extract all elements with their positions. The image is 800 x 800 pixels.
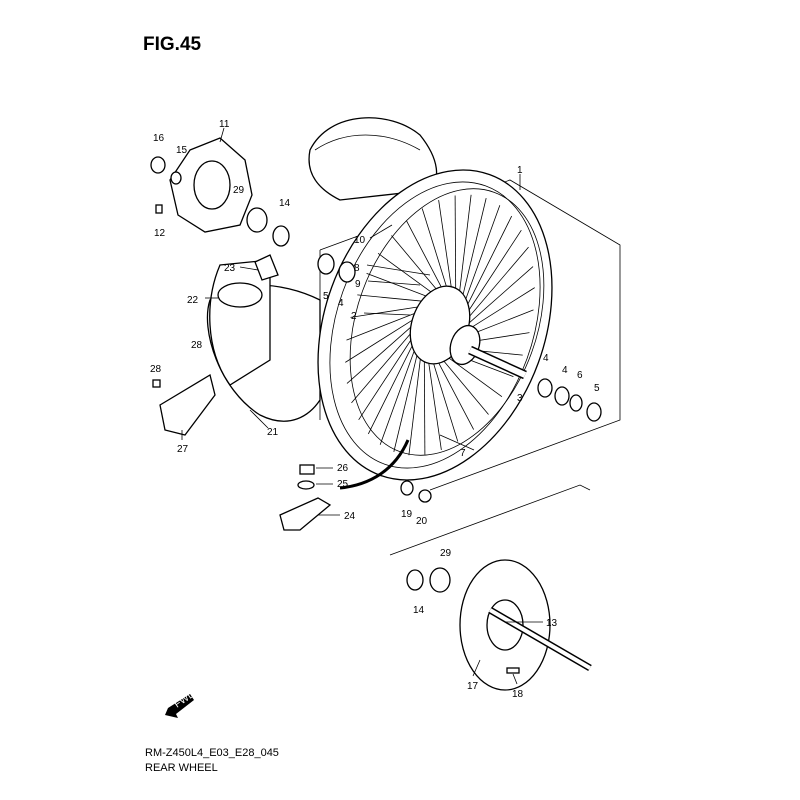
spoke bbox=[462, 246, 529, 325]
spoke bbox=[345, 314, 421, 363]
spoke bbox=[434, 355, 475, 430]
callout: 11 bbox=[219, 119, 230, 130]
callout: 19 bbox=[401, 509, 413, 520]
callout: 16 bbox=[153, 133, 165, 144]
spoke bbox=[408, 349, 422, 456]
leader-lines bbox=[181, 127, 543, 685]
spoke bbox=[405, 220, 446, 295]
fwd-arrow-icon: FWD bbox=[165, 688, 197, 718]
brake-disc bbox=[169, 137, 253, 233]
callout: 29 bbox=[440, 548, 452, 559]
spoke bbox=[463, 229, 522, 319]
spoke bbox=[366, 272, 434, 299]
spoke bbox=[351, 325, 418, 404]
callout: 24 bbox=[344, 511, 356, 522]
callout: 10 bbox=[354, 235, 366, 246]
callout: 5 bbox=[323, 291, 329, 302]
spoke bbox=[454, 195, 457, 298]
spoke bbox=[442, 353, 503, 397]
spoke bbox=[461, 266, 534, 330]
spoke bbox=[391, 235, 442, 295]
callout: 6 bbox=[577, 370, 583, 381]
callout: 20 bbox=[416, 516, 428, 527]
callout: 29 bbox=[233, 185, 245, 196]
model-code: RM-Z450L4_E03_E28_045 bbox=[145, 747, 279, 759]
small-parts bbox=[150, 156, 602, 691]
callout: 13 bbox=[546, 618, 558, 629]
spoke bbox=[357, 294, 430, 303]
callout: 4 bbox=[338, 298, 344, 309]
callout: 21 bbox=[267, 427, 279, 438]
spoke bbox=[427, 354, 442, 450]
callout: 15 bbox=[176, 145, 188, 156]
callout: 7 bbox=[460, 448, 466, 459]
spoke bbox=[346, 320, 419, 384]
spoke bbox=[458, 194, 472, 301]
svg-text:FWD: FWD bbox=[172, 688, 197, 710]
callout: 26 bbox=[337, 463, 349, 474]
spoke bbox=[350, 305, 426, 318]
callout: 23 bbox=[224, 263, 236, 274]
callout: 9 bbox=[355, 279, 361, 290]
spoke bbox=[461, 205, 501, 309]
rear-wheel bbox=[317, 169, 553, 490]
spoke bbox=[393, 345, 420, 452]
callout: 22 bbox=[187, 295, 199, 306]
spoke bbox=[460, 198, 487, 305]
callout: 14 bbox=[279, 198, 291, 209]
section-title: REAR WHEEL bbox=[145, 762, 218, 774]
callout: 14 bbox=[413, 605, 425, 616]
callout: 4 bbox=[543, 353, 549, 364]
spoke bbox=[462, 215, 513, 314]
spoke bbox=[438, 355, 489, 415]
spoke bbox=[358, 331, 417, 421]
spoke bbox=[421, 208, 450, 295]
callout: 2 bbox=[351, 311, 357, 322]
figure-title: FIG.45 bbox=[143, 34, 202, 55]
spoke bbox=[379, 341, 419, 445]
spoke bbox=[367, 336, 418, 435]
callout: 25 bbox=[337, 479, 349, 490]
callout: 3 bbox=[517, 393, 523, 404]
callout: 12 bbox=[154, 228, 166, 239]
tire bbox=[206, 117, 438, 422]
callout: 17 bbox=[467, 681, 479, 692]
callout: 27 bbox=[177, 444, 189, 455]
spoke bbox=[423, 352, 426, 455]
callout: 5 bbox=[594, 383, 600, 394]
callout: 28 bbox=[150, 364, 162, 375]
spoke bbox=[346, 309, 423, 341]
spoke bbox=[438, 200, 453, 296]
callouts: 16 11 15 29 14 12 23 22 28 28 27 21 1 10… bbox=[150, 119, 600, 700]
callout: 4 bbox=[562, 365, 568, 376]
callout: 1 bbox=[517, 165, 523, 176]
callout: 28 bbox=[191, 340, 203, 351]
callout: 18 bbox=[512, 689, 524, 700]
callout: 8 bbox=[354, 263, 360, 274]
spoke bbox=[430, 355, 459, 442]
spoke bbox=[377, 253, 438, 297]
